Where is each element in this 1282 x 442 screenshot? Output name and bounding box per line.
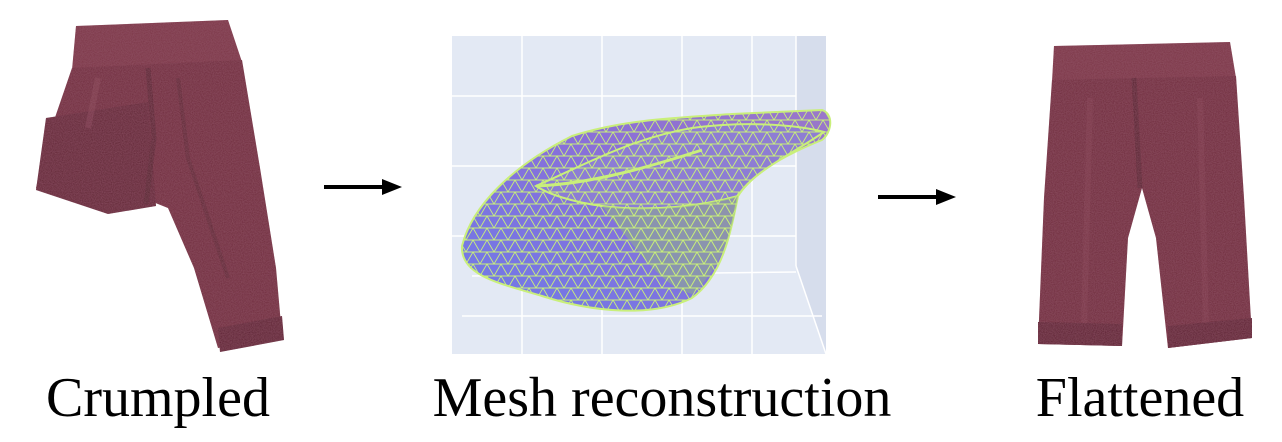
right-arrow-icon bbox=[878, 189, 956, 205]
flattened-pants-image bbox=[1038, 42, 1252, 348]
caption-crumpled: Crumpled bbox=[46, 367, 270, 429]
crumpled-pants-image bbox=[36, 20, 284, 352]
right-arrow-icon bbox=[324, 179, 402, 195]
mesh-reconstruction-plot bbox=[452, 36, 832, 354]
caption-mesh-reconstruction: Mesh reconstruction bbox=[432, 367, 892, 429]
caption-flattened: Flattened bbox=[1035, 367, 1245, 429]
